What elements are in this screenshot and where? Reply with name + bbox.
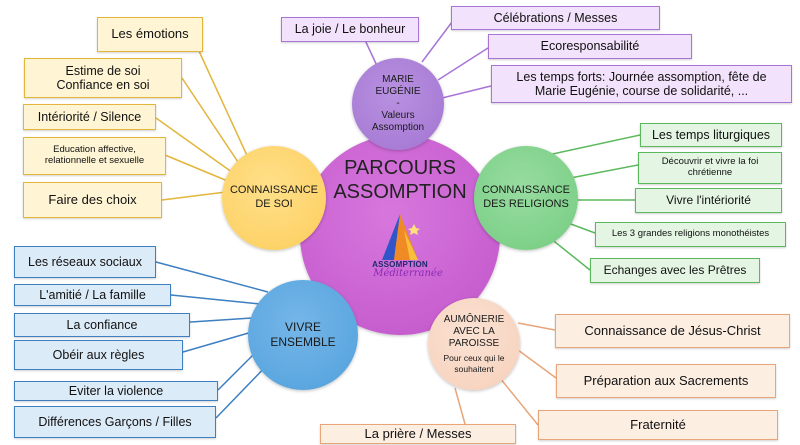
connaissance-soi-circle: CONNAISSANCE DE SOI bbox=[222, 146, 326, 250]
vivre-line2: ENSEMBLE bbox=[270, 335, 336, 349]
vivre-line1: VIVRE bbox=[284, 320, 321, 334]
soi-line1: CONNAISSANCE bbox=[229, 184, 319, 197]
box-obeir-regles: Obéir aux règles bbox=[14, 340, 183, 370]
religions-line1: CONNAISSANCE bbox=[481, 184, 571, 197]
box-jesus-christ-label: Connaissance de Jésus-Christ bbox=[584, 322, 761, 338]
aumonerie-sub1: Pour ceux qui le bbox=[443, 353, 505, 364]
box-jesus-christ: Connaissance de Jésus-Christ bbox=[555, 314, 790, 348]
box-estime-line1: Estime de soi bbox=[65, 63, 141, 78]
box-celebrations: Célébrations / Messes bbox=[451, 6, 660, 30]
box-fraternite-label: Fraternité bbox=[630, 416, 686, 432]
box-echanges-pretres: Echanges avec les Prêtres bbox=[590, 258, 760, 283]
assomption-logo: ASSOMPTION Méditerranée bbox=[360, 212, 443, 279]
box-reseaux-sociaux: Les réseaux sociaux bbox=[14, 246, 156, 278]
box-education-line1: Education affective, bbox=[53, 144, 136, 156]
box-ecoresponsabilite: Ecoresponsabilité bbox=[488, 34, 692, 59]
center-title-line2: ASSOMPTION bbox=[333, 181, 467, 203]
box-vivre-interiorite-label: Vivre l'intériorité bbox=[666, 192, 751, 207]
box-confiance-label: La confiance bbox=[66, 317, 138, 332]
box-sacrements-label: Préparation aux Sacrements bbox=[583, 372, 749, 388]
aumonerie-line2: AVEC LA bbox=[453, 326, 495, 338]
marie-eugenie-circle: MARIE EUGÉNIE - Valeurs Assomption bbox=[352, 58, 444, 150]
vivre-ensemble-circle: VIVRE ENSEMBLE bbox=[248, 280, 358, 390]
box-echanges-pretres-label: Echanges avec les Prêtres bbox=[603, 262, 747, 277]
box-temps-forts-line1: Les temps forts: Journée assomption, fêt… bbox=[516, 69, 767, 84]
box-trois-religions-label: Les 3 grandes religions monothéistes bbox=[611, 228, 770, 240]
marie-line4: Valeurs bbox=[381, 110, 415, 121]
aumonerie-sub2: souhaitent bbox=[454, 363, 494, 374]
aumonerie-line1: AUMÔNERIE bbox=[443, 314, 505, 326]
box-decouvrir-line2: chrétienne bbox=[687, 167, 733, 178]
box-decouvrir-line1: Découvrir et vivre la foi bbox=[661, 156, 759, 168]
box-joie-label: La joie / Le bonheur bbox=[294, 22, 406, 37]
marie-line3: - bbox=[396, 98, 400, 109]
logo-mark-icon bbox=[382, 214, 420, 260]
box-choix: Faire des choix bbox=[23, 182, 162, 218]
box-eviter-violence: Eviter la violence bbox=[14, 381, 218, 401]
box-temps-forts: Les temps forts: Journée assomption, fêt… bbox=[491, 65, 792, 103]
box-differences: Différences Garçons / Filles bbox=[14, 406, 216, 438]
box-trois-religions: Les 3 grandes religions monothéistes bbox=[595, 222, 786, 247]
center-title-line1: PARCOURS bbox=[344, 157, 456, 179]
marie-line1: MARIE bbox=[382, 74, 414, 85]
connaissance-religions-circle: CONNAISSANCE DES RELIGIONS bbox=[474, 146, 578, 250]
aumonerie-line3: PAROISSE bbox=[448, 338, 500, 350]
box-ecoresponsabilite-label: Ecoresponsabilité bbox=[540, 39, 640, 54]
box-reseaux-sociaux-label: Les réseaux sociaux bbox=[28, 254, 142, 269]
logo-script: Méditerranée bbox=[373, 268, 443, 279]
box-temps-liturgiques: Les temps liturgiques bbox=[640, 123, 782, 147]
box-amitie-famille: L'amitié / La famille bbox=[14, 284, 171, 306]
marie-line5: Assomption bbox=[371, 122, 425, 133]
marie-line2: EUGÉNIE bbox=[375, 86, 421, 97]
box-temps-liturgiques-label: Les temps liturgiques bbox=[651, 127, 771, 142]
box-emotions-label: Les émotions bbox=[111, 26, 189, 42]
box-vivre-interiorite: Vivre l'intériorité bbox=[635, 188, 782, 213]
box-interiorite: Intériorité / Silence bbox=[23, 104, 156, 130]
box-fraternite: Fraternité bbox=[538, 410, 778, 440]
box-obeir-regles-label: Obéir aux règles bbox=[52, 347, 145, 362]
soi-line2: DE SOI bbox=[255, 198, 293, 210]
box-sacrements: Préparation aux Sacrements bbox=[556, 364, 776, 398]
box-joie: La joie / Le bonheur bbox=[281, 17, 419, 42]
box-celebrations-label: Célébrations / Messes bbox=[493, 10, 618, 25]
box-education-line2: relationnelle et sexuelle bbox=[44, 155, 145, 166]
aumonerie-circle: AUMÔNERIE AVEC LA PAROISSE Pour ceux qui… bbox=[428, 298, 520, 390]
logo-text: ASSOMPTION bbox=[372, 260, 428, 269]
box-temps-forts-line2: Marie Eugénie, course de solidarité, ... bbox=[534, 84, 749, 98]
box-eviter-violence-label: Eviter la violence bbox=[68, 383, 164, 398]
box-priere-messes-label: La prière / Messes bbox=[364, 425, 472, 441]
box-education: Education affective, relationnelle et se… bbox=[23, 137, 166, 175]
box-priere-messes: La prière / Messes bbox=[320, 424, 516, 444]
religions-line2: DES RELIGIONS bbox=[483, 198, 569, 210]
box-confiance: La confiance bbox=[14, 313, 190, 337]
box-decouvrir: Découvrir et vivre la foi chrétienne bbox=[638, 152, 782, 184]
box-choix-label: Faire des choix bbox=[48, 191, 137, 207]
box-estime-confiance: Estime de soi Confiance en soi bbox=[24, 58, 182, 98]
box-emotions: Les émotions bbox=[97, 17, 203, 52]
box-estime-line2: Confiance en soi bbox=[56, 78, 150, 92]
box-differences-label: Différences Garçons / Filles bbox=[38, 414, 192, 429]
box-amitie-famille-label: L'amitié / La famille bbox=[39, 287, 146, 302]
box-interiorite-label: Intériorité / Silence bbox=[37, 109, 142, 124]
